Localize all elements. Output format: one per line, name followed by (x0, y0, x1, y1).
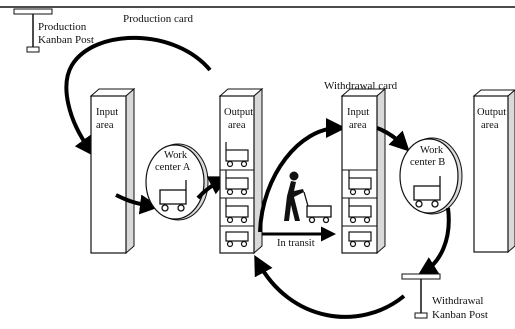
input-area-2-label-2: area (349, 120, 367, 131)
production-post-label-1: Production (38, 21, 87, 33)
withdrawal-loop-arrow (254, 254, 406, 319)
output-area-2 (472, 89, 515, 254)
transit-cart (303, 191, 332, 224)
work-center-a-label-2: center A (155, 162, 191, 173)
cart-wc-b (413, 176, 441, 208)
withdrawal-post-label-2: Kanban Post (432, 309, 488, 321)
work-center-b-label-2: center B (410, 157, 445, 168)
in-transit-label: In transit (277, 238, 315, 249)
cart-output-a-4 (225, 231, 249, 248)
work-center-b-label-1: Work (420, 145, 444, 156)
output-area-a-label-1: Output (224, 107, 253, 118)
work-center-a (145, 143, 209, 221)
input-area-2 (340, 87, 387, 255)
work-center-b (399, 137, 463, 215)
production-card-label: Production card (123, 13, 193, 25)
input2-to-wc-b-arrow (376, 126, 410, 152)
cart-output-a-3 (225, 198, 249, 224)
cart-output-a-1 (225, 142, 249, 168)
worker-figure (284, 171, 304, 221)
output-area-2-label-2: area (481, 120, 499, 131)
input-area-2-label-1: Input (347, 107, 369, 118)
output-area-2-label-1: Output (477, 107, 506, 118)
input-area-1 (89, 87, 136, 255)
withdrawal-post-label-1: Withdrawal (432, 295, 483, 307)
cart-wc-a (159, 180, 187, 212)
input-area-1-label-1: Input (96, 107, 118, 118)
cart-output-a-2 (225, 170, 249, 196)
input-to-wc-a-arrow (115, 193, 160, 215)
production-kanban-post (13, 8, 53, 53)
cart-input-2-3 (348, 231, 372, 248)
withdrawal-card-arrow (258, 118, 346, 233)
work-center-a-label-1: Work (164, 150, 188, 161)
withdrawal-kanban-post (401, 273, 441, 319)
cart-input-2-1 (348, 170, 372, 196)
wc-b-to-withdrawal-post-arrow (417, 207, 451, 277)
output-area-a-label-2: area (228, 120, 246, 131)
production-post-label-2: Kanban Post (38, 34, 94, 46)
output-area-a (218, 87, 264, 255)
cart-input-2-2 (348, 198, 372, 224)
production-loop-arrow-1 (64, 35, 212, 157)
input-area-1-label-2: area (96, 120, 114, 131)
